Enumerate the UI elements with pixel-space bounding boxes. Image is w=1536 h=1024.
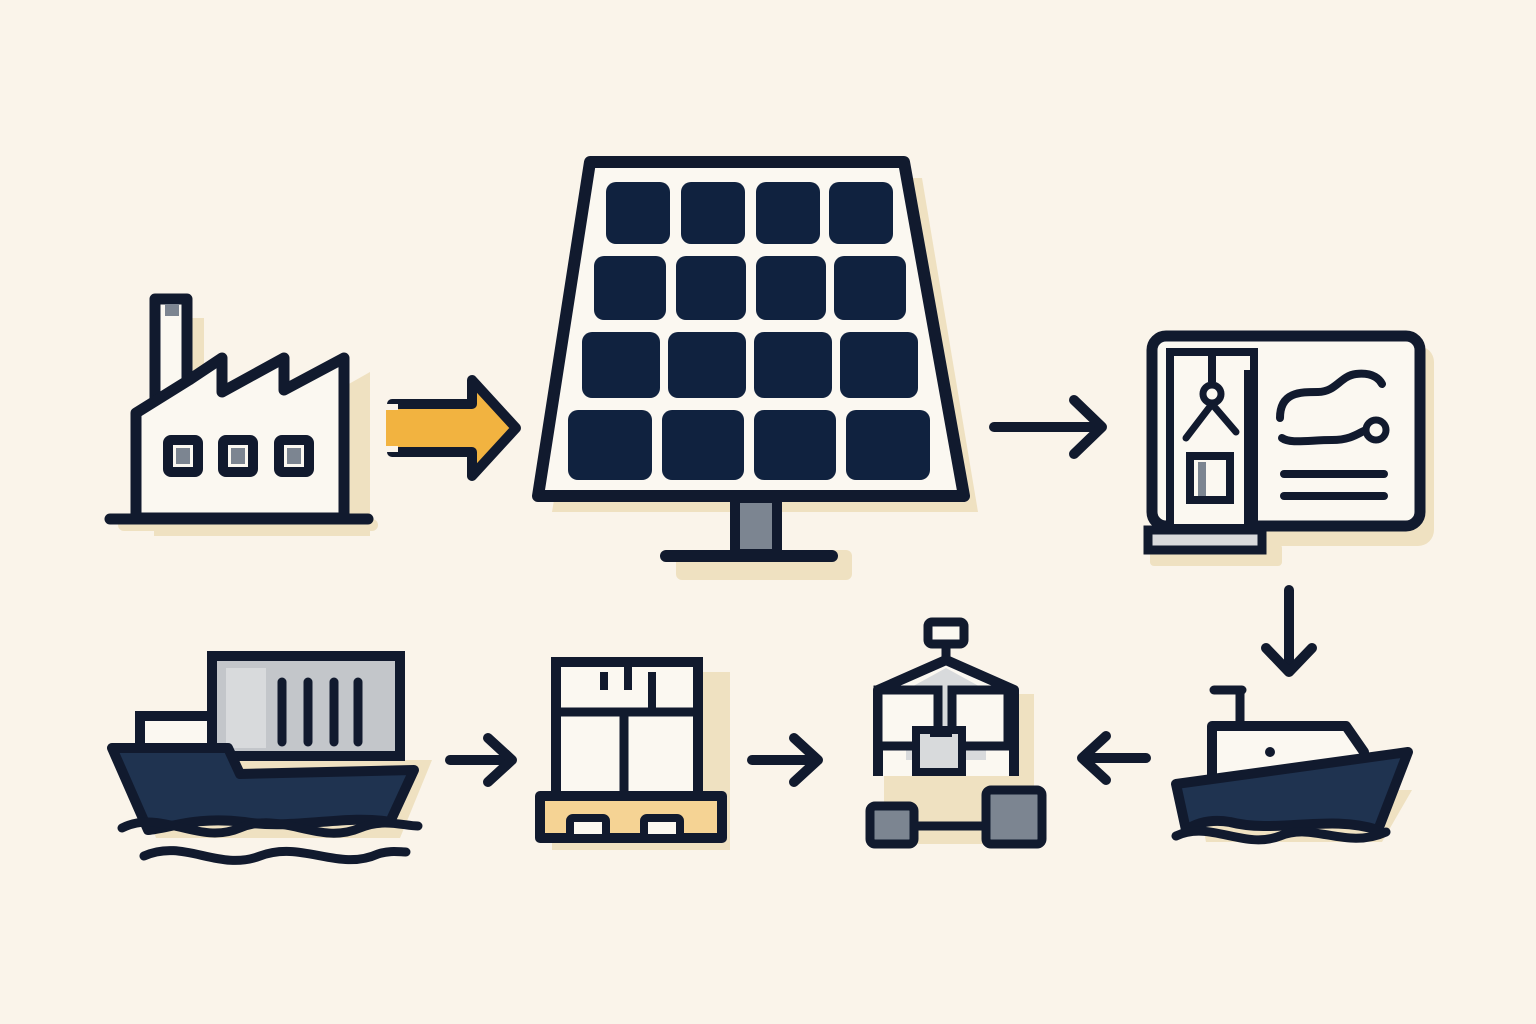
small-ship-icon — [1171, 685, 1413, 845]
arrow-pallet-to-distribution — [747, 733, 823, 787]
pallet-boxes-icon — [535, 657, 730, 850]
arrow-panel-to-inspection — [989, 395, 1107, 459]
distribution-hub-icon — [865, 617, 1047, 849]
inspection-board-icon — [1143, 330, 1434, 566]
arrow-cargo-ship-to-pallet — [445, 733, 517, 787]
container-ship-icon — [107, 651, 432, 865]
arrow-inspection-to-ship — [1261, 585, 1317, 677]
highlighted-arrow-factory-to-panel — [386, 375, 521, 481]
solar-panel-icon — [532, 156, 978, 580]
arrow-ship-to-distribution — [1077, 731, 1151, 785]
factory-icon — [104, 293, 378, 536]
